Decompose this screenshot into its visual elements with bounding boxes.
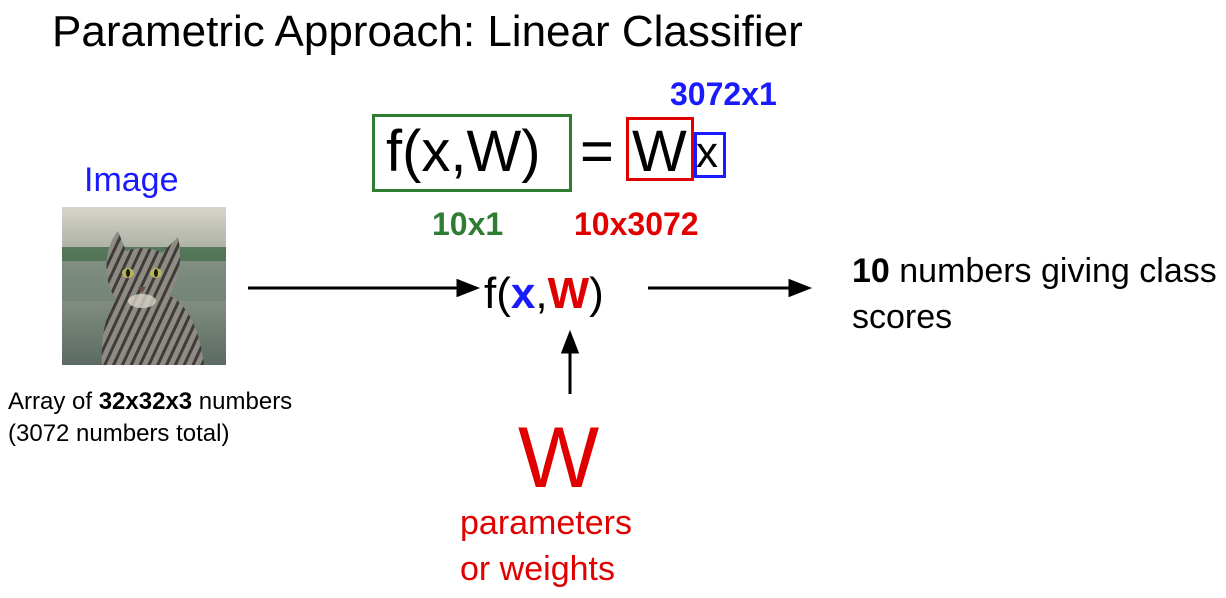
equation-W: W — [632, 119, 687, 184]
output-description: 10 numbers giving class scores — [852, 248, 1222, 340]
dim-x-label: 3072x1 — [670, 76, 777, 112]
cat-image — [62, 207, 226, 365]
weights-description: parameters or weights — [460, 500, 700, 592]
dim-W-label: 10x3072 — [574, 206, 699, 242]
array-caption: Array of 32x32x3 numbers (3072 numbers t… — [8, 386, 428, 450]
func-suffix: ) — [589, 269, 604, 318]
func-prefix: f( — [484, 269, 511, 318]
caption-line2: (3072 numbers total) — [8, 420, 230, 447]
equals-sign: = — [580, 119, 614, 184]
function-fxw: f(x,W) — [484, 266, 604, 322]
weights-line2: or weights — [460, 550, 615, 588]
func-W: W — [547, 269, 590, 318]
caption-bold: 32x32x3 — [98, 388, 193, 415]
arrow-image-to-f-head — [456, 278, 481, 298]
weights-line1: parameters — [460, 504, 632, 542]
lhs-box — [372, 114, 572, 192]
func-comma: , — [535, 269, 548, 318]
dim-lhs-label: 10x1 — [432, 206, 504, 242]
caption-suffix: numbers — [192, 388, 293, 415]
func-x: x — [510, 269, 536, 318]
arrow-f-to-scores-head — [788, 278, 813, 298]
W-box — [626, 117, 694, 181]
caption-prefix: Array of — [8, 388, 99, 415]
output-count: 10 — [852, 252, 890, 290]
slide-title: Parametric Approach: Linear Classifier — [52, 7, 803, 56]
equation-lhs: f(x,W) — [386, 119, 541, 184]
image-label: Image — [84, 161, 179, 199]
output-text: numbers giving class scores — [852, 252, 1217, 336]
equation-x: x — [696, 128, 718, 177]
arrow-W-to-f-head — [560, 329, 580, 354]
x-box — [694, 132, 726, 178]
weights-symbol: W — [518, 410, 600, 506]
cat-illustration — [62, 207, 226, 365]
